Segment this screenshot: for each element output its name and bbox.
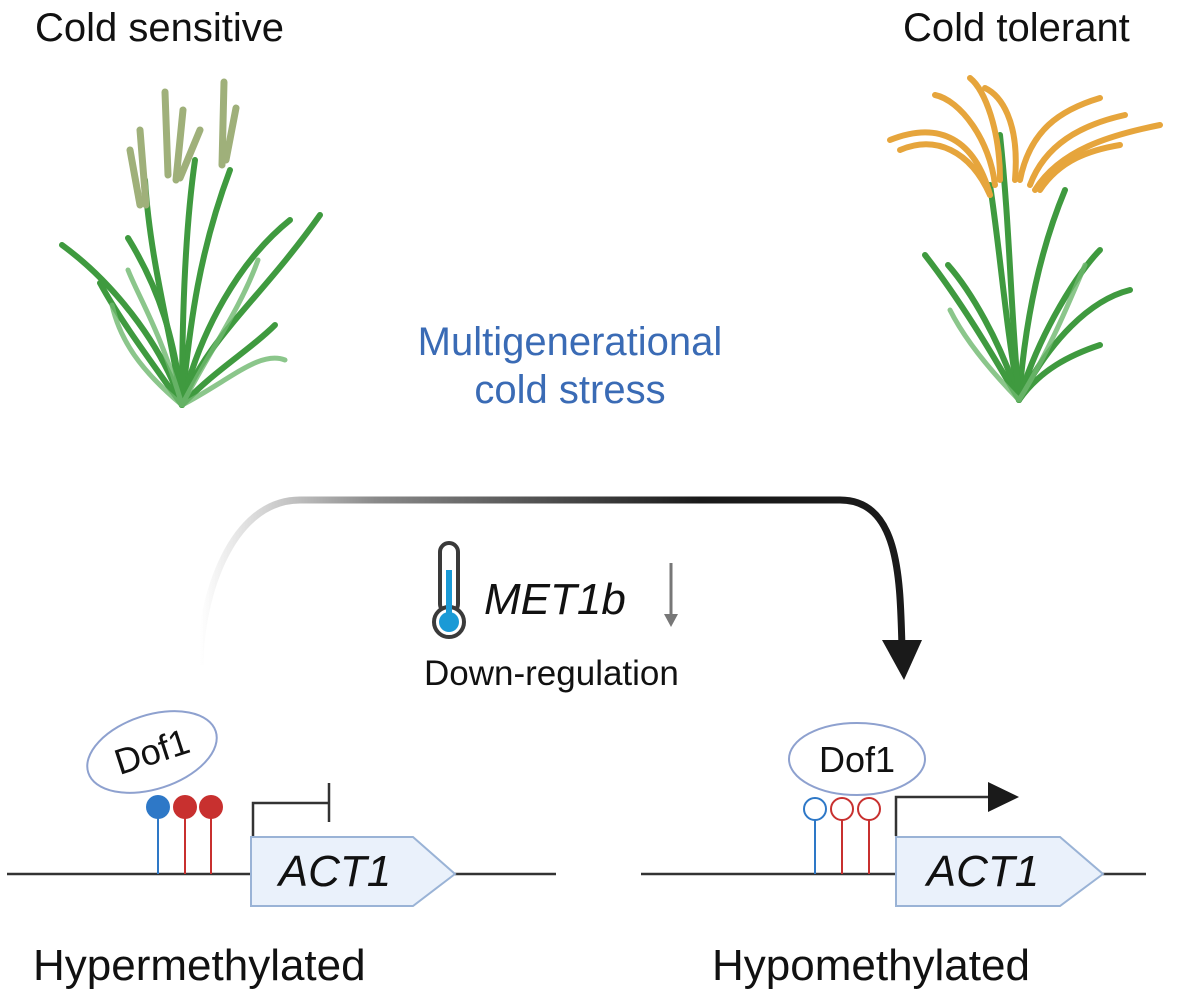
- hypomethylated-label: Hypomethylated: [712, 941, 1030, 990]
- unmethylated-site-icon: [857, 797, 881, 821]
- left-gene-locus: ACT1 Dof1: [7, 710, 556, 907]
- unmethylated-site-icon: [803, 797, 827, 821]
- blocked-promoter-icon: [251, 801, 329, 836]
- gene-box-left: [250, 836, 457, 907]
- dof1-oval-right: Dof1: [788, 722, 926, 796]
- methylation-sites-right: [803, 797, 881, 874]
- cold-tolerant-label: Cold tolerant: [903, 6, 1130, 50]
- transition-arrow: [196, 496, 922, 680]
- cold-sensitive-plant-icon: [59, 78, 323, 408]
- treatment-label: Multigenerational cold stress: [330, 318, 810, 414]
- dof1-oval-left: Dof1: [86, 710, 218, 794]
- active-promoter-icon: [894, 795, 990, 836]
- right-gene-locus: ACT1 Dof1: [641, 722, 1146, 907]
- thermometer-icon: [432, 541, 466, 639]
- unmethylated-site-icon: [830, 797, 854, 821]
- treatment-line-1: Multigenerational: [417, 320, 723, 364]
- methylation-sites-left: [146, 795, 223, 874]
- down-arrow-icon: [664, 563, 678, 627]
- hypermethylated-label: Hypermethylated: [33, 941, 366, 990]
- methylated-site-icon: [199, 795, 223, 819]
- down-regulation-label: Down-regulation: [424, 654, 679, 693]
- cold-tolerant-plant-icon: [887, 75, 1163, 403]
- gene-box-right: [895, 836, 1105, 907]
- gene-label-right: ACT1: [924, 847, 1039, 896]
- methylated-site-icon: [146, 795, 170, 819]
- cold-sensitive-label: Cold sensitive: [35, 6, 285, 50]
- dof1-label-right: Dof1: [819, 739, 895, 780]
- methylated-site-icon: [173, 795, 197, 819]
- met1b-label: MET1b: [484, 575, 626, 624]
- gene-label-left: ACT1: [276, 847, 391, 896]
- arrow-head-icon: [882, 640, 922, 680]
- treatment-line-2: cold stress: [474, 368, 666, 412]
